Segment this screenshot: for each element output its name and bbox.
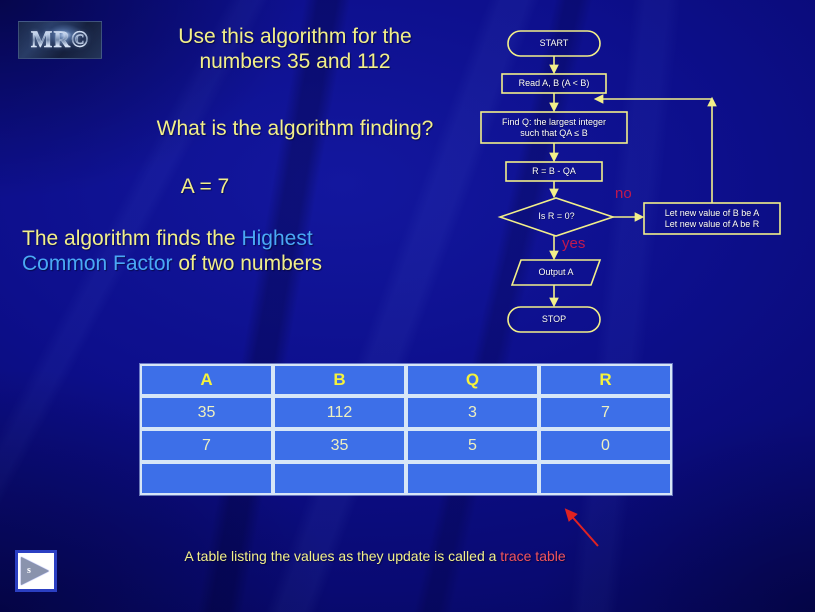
flow-label-remainder: R = B - QA — [532, 166, 576, 176]
table-header-cell: R — [539, 364, 672, 396]
play-triangle-shape — [21, 557, 49, 585]
table-cell: 5 — [406, 429, 539, 462]
table-cell: 0 — [539, 429, 672, 462]
table-cell — [539, 462, 672, 495]
caption-highlight: trace table — [500, 548, 566, 564]
table-cell — [273, 462, 406, 495]
table-row — [140, 462, 672, 495]
nav-button-label: s — [27, 565, 31, 576]
answer-value: A = 7 — [180, 175, 230, 198]
table-cell: 3 — [406, 396, 539, 429]
table-cell: 7 — [140, 429, 273, 462]
mr-logo: MR© — [18, 21, 102, 59]
trace-table: A B Q R 35 112 3 7 7 35 5 0 — [140, 364, 672, 495]
flow-branch-yes: yes — [562, 235, 586, 252]
table-cell: 7 — [539, 396, 672, 429]
flow-label-output: Output A — [538, 267, 574, 277]
table-header-cell: A — [140, 364, 273, 396]
conclusion-text: The algorithm finds the Highest Common F… — [22, 226, 412, 276]
table-header-cell: Q — [406, 364, 539, 396]
table-header-cell: B — [273, 364, 406, 396]
flow-label-stop: STOP — [541, 314, 567, 324]
table-cell — [406, 462, 539, 495]
question-text: What is the algorithm finding? — [156, 117, 434, 140]
table-cell — [140, 462, 273, 495]
flow-label-find-q: Find Q: the largest integer such that QA… — [501, 117, 607, 138]
flow-label-update: Let new value of B be A Let new value of… — [664, 208, 760, 229]
table-cell: 35 — [273, 429, 406, 462]
caption-prefix: A table listing the values as they updat… — [184, 548, 501, 564]
table-cell: 35 — [140, 396, 273, 429]
flow-label-decision: Is R = 0? — [538, 211, 575, 221]
flow-branch-no: no — [615, 185, 632, 202]
next-slide-button[interactable]: s — [15, 550, 57, 592]
table-cell: 112 — [273, 396, 406, 429]
prompt-text: Use this algorithm for the numbers 35 an… — [178, 25, 412, 73]
flow-label-start: START — [539, 38, 569, 48]
table-row: 35 112 3 7 — [140, 396, 672, 429]
logo-text: MR© — [30, 27, 90, 52]
conclusion-suffix: of two numbers — [172, 252, 322, 275]
table-row: 7 35 5 0 — [140, 429, 672, 462]
table-header-row: A B Q R — [140, 364, 672, 396]
play-triangle-icon: s — [21, 557, 51, 585]
caption-text: A table listing the values as they updat… — [90, 548, 660, 564]
conclusion-prefix: The algorithm finds the — [22, 227, 242, 250]
flow-label-read: Read A, B (A < B) — [518, 78, 590, 88]
red-pointer-arrow — [564, 508, 599, 547]
conclusion-highlight: Highest Common Factor — [22, 227, 313, 275]
